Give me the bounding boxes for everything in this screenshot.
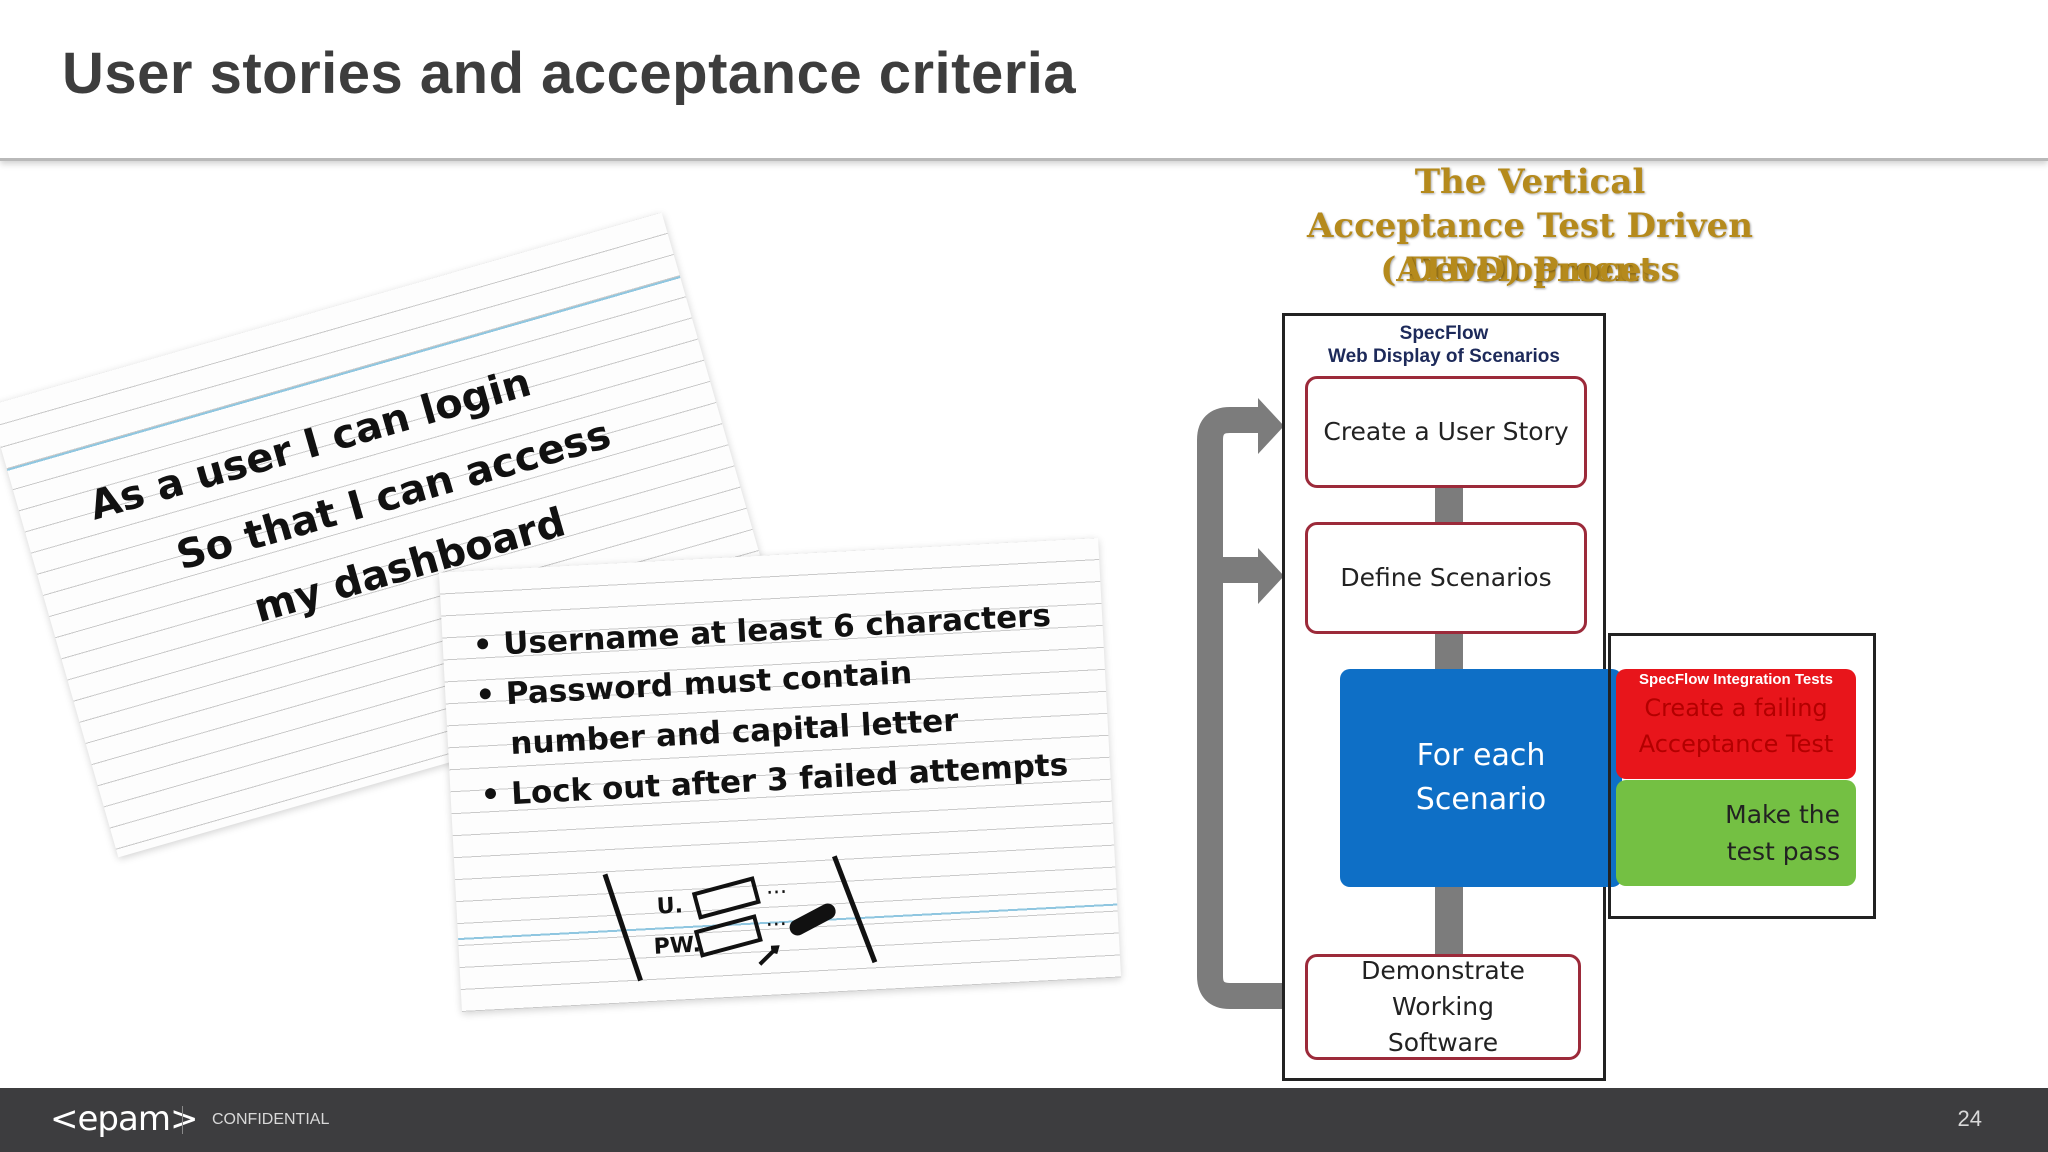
specflow-header-line-1: SpecFlow [1399, 323, 1489, 344]
step-define-scenarios: Define Scenarios [1305, 522, 1587, 634]
make-test-pass-label: Make the test pass [1725, 800, 1840, 866]
integration-tests-frame [1608, 633, 1876, 919]
footer-bar: <epam> CONFIDENTIAL 24 [0, 1088, 2048, 1152]
integration-tests-header: SpecFlow Integration Tests [1639, 671, 1833, 688]
connector-1 [1435, 486, 1463, 526]
step-create-user-story: Create a User Story [1305, 376, 1587, 488]
make-test-pass-box: Make the test pass [1616, 780, 1856, 886]
password-box-sketch [693, 914, 763, 958]
submit-button-sketch [789, 903, 836, 936]
atdd-title-line-1: The Vertical [1414, 162, 1646, 202]
sketch-right-stroke [831, 855, 878, 964]
failing-test-label: Create a failing Acceptance Test [1638, 694, 1834, 758]
atdd-diagram: The Vertical Acceptance Test Driven Deve… [1180, 160, 1900, 1090]
sketch-left-stroke [602, 873, 643, 982]
for-each-scenario-label: For each Scenario [1415, 738, 1547, 817]
step-demonstrate-working-software: Demonstrate Working Software [1305, 954, 1581, 1060]
sketch-dots-1: ... [765, 874, 787, 900]
specflow-header-line-2: Web Display of Scenarios [1328, 346, 1560, 367]
title-band: User stories and acceptance criteria [0, 0, 2048, 161]
connector-3 [1435, 886, 1463, 966]
page-number: 24 [1957, 1106, 1982, 1131]
footer-divider [182, 1106, 183, 1134]
epam-logo: <epam> [50, 1099, 198, 1139]
loop-arrow [1197, 398, 1295, 1009]
acceptance-criteria-text: • Username at least 6 characters • Passw… [472, 590, 1070, 821]
connector-2 [1435, 634, 1463, 674]
loop-arrow-path [1197, 407, 1295, 1009]
password-sketch-label: PW. [653, 932, 701, 959]
loop-arrowhead-top [1258, 398, 1284, 454]
loop-arrowhead-mid [1258, 548, 1284, 604]
specflow-column-header: SpecFlow Web Display of Scenarios [1285, 322, 1603, 368]
username-box-sketch [691, 876, 761, 920]
cursor-arrow-sketch [758, 945, 780, 966]
atdd-title-line-3: (ATDD) Process [1380, 250, 1680, 290]
confidential-label: CONFIDENTIAL [212, 1111, 330, 1128]
sketch-dots-2: ... [765, 906, 787, 932]
login-form-sketch: U. PW. ... ... [602, 855, 878, 982]
for-each-scenario-box: For each Scenario [1340, 669, 1622, 887]
username-sketch-label: U. [656, 893, 684, 919]
acceptance-criteria-card: • Username at least 6 characters • Passw… [438, 538, 1122, 1012]
failing-test-box [1616, 669, 1856, 779]
atdd-title-line-2: Acceptance Test Driven Development [1307, 206, 1753, 290]
slide-title: User stories and acceptance criteria [62, 41, 1077, 106]
